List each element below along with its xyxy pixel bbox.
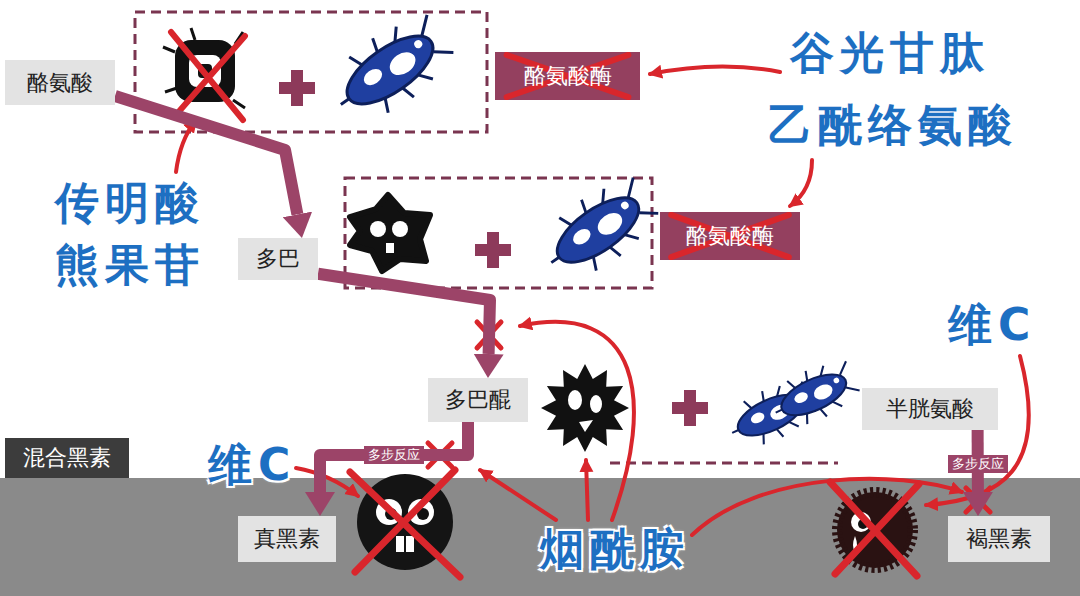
- node-text: 多巴醌: [445, 385, 511, 415]
- node-text: 褐黑素: [966, 524, 1032, 554]
- band-heading: 混合黑素: [5, 438, 129, 478]
- reaction-arrow: [318, 274, 490, 354]
- compound-label: 多巴: [238, 238, 318, 280]
- inhibitor-label: 传明酸: [55, 178, 205, 228]
- node-text: 真黑素: [254, 524, 320, 554]
- compound-label: 多巴醌: [428, 378, 528, 422]
- enzyme-box: 酪氨酸酶: [495, 52, 640, 100]
- dopa-icon: [350, 195, 430, 271]
- block-cross: [428, 322, 990, 512]
- reaction-label: 多步反应: [364, 446, 424, 464]
- reaction-arrow: [320, 422, 468, 492]
- node-text: 酪氨酸: [27, 68, 93, 98]
- node-text: 酪氨酸酶: [524, 61, 612, 91]
- group-outline: [135, 12, 838, 463]
- inhibitor-label: 熊果苷: [55, 240, 205, 290]
- node-text: 半胱氨酸: [886, 394, 974, 424]
- block-cross-stroke: [671, 215, 789, 257]
- node-text: 酪氨酸酶: [686, 221, 774, 251]
- pheomelanin-icon: [830, 482, 919, 576]
- reaction-label: 多步反应: [948, 455, 1008, 473]
- cysteine-bug: [722, 354, 864, 456]
- inhibitor-label: 乙酰络氨酸: [768, 100, 1018, 150]
- enzyme-bug: [320, 5, 461, 134]
- compound-label: 褐黑素: [948, 516, 1050, 562]
- node-text: 多巴: [256, 244, 300, 274]
- compound-label: 真黑素: [238, 516, 336, 562]
- inhibitor-label: 烟酰胺: [540, 524, 690, 574]
- inhibitor-label: 维C: [948, 300, 1036, 350]
- dopaquinone-icon: [541, 364, 629, 452]
- enzyme-box: 酪氨酸酶: [660, 212, 800, 260]
- compound-label: 半胱氨酸: [862, 388, 998, 430]
- tyrosine-icon: [163, 28, 245, 120]
- compound-label: 酪氨酸: [5, 60, 115, 105]
- enzyme-bug: [532, 168, 666, 291]
- inhibitor-arrow: [176, 66, 1029, 535]
- inhibitor-label: 谷光甘肽: [790, 28, 990, 78]
- plus-sign: [279, 70, 708, 426]
- inhibitor-label: 维C: [208, 440, 296, 490]
- block-cross-stroke: [507, 55, 629, 97]
- eumelanin-icon: [350, 470, 460, 577]
